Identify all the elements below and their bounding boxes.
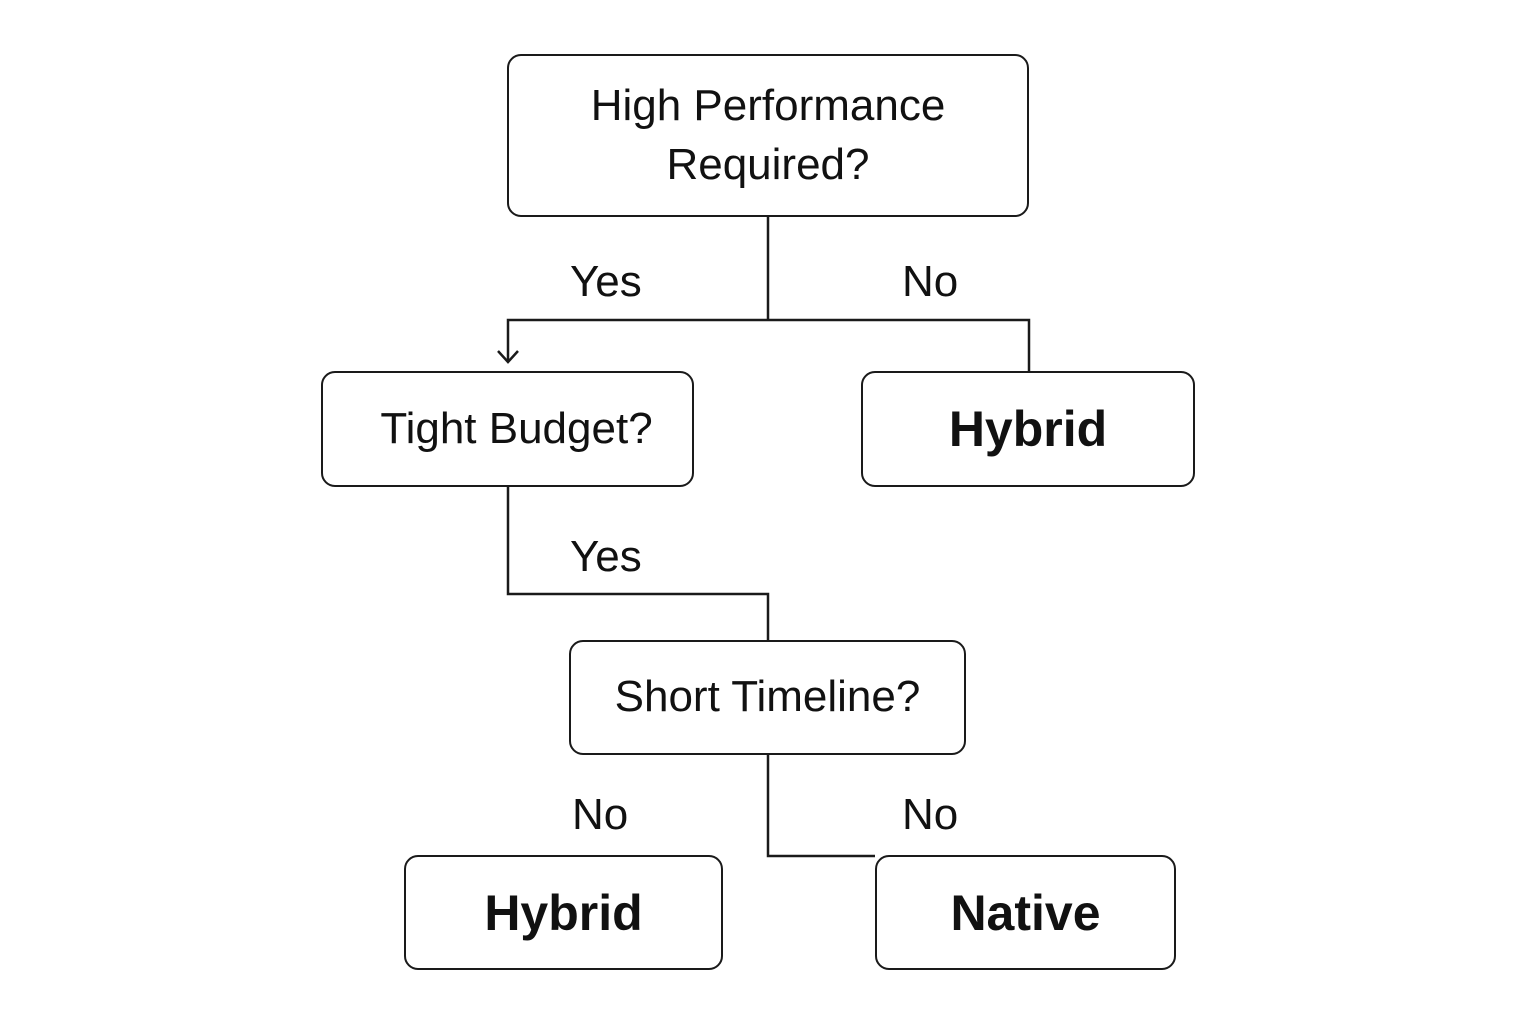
decision-tight-budget-label: Tight Budget? [380,403,653,453]
arrowhead-budget [497,350,519,364]
result-native-label: Native [950,884,1101,941]
edge-label-performance-yes: Yes [570,257,642,306]
decision-tight-budget: Tight Budget? [321,371,694,487]
result-hybrid-top: Hybrid [861,371,1195,487]
result-native: Native [875,855,1176,970]
edge-label-timeline-no-right: No [902,790,959,839]
result-hybrid-bottom-label: Hybrid [484,884,643,941]
connector-yes-to-budget [506,318,768,362]
result-hybrid-bottom: Hybrid [404,855,723,970]
decision-high-performance: High Performance Required? [507,54,1029,217]
connector-timeline-to-native [766,755,875,858]
edge-label-budget-yes: Yes [570,532,642,581]
decision-short-timeline-label: Short Timeline? [614,672,921,722]
edge-label-performance-no: No [902,257,959,306]
result-hybrid-top-label: Hybrid [948,401,1108,457]
decision-short-timeline: Short Timeline? [569,640,966,755]
connector-budget-to-timeline [506,487,770,640]
connector-no-to-hybrid [768,318,1031,371]
edge-label-timeline-no-left: No [572,790,629,839]
decision-high-performance-label: High Performance Required? [590,81,946,189]
